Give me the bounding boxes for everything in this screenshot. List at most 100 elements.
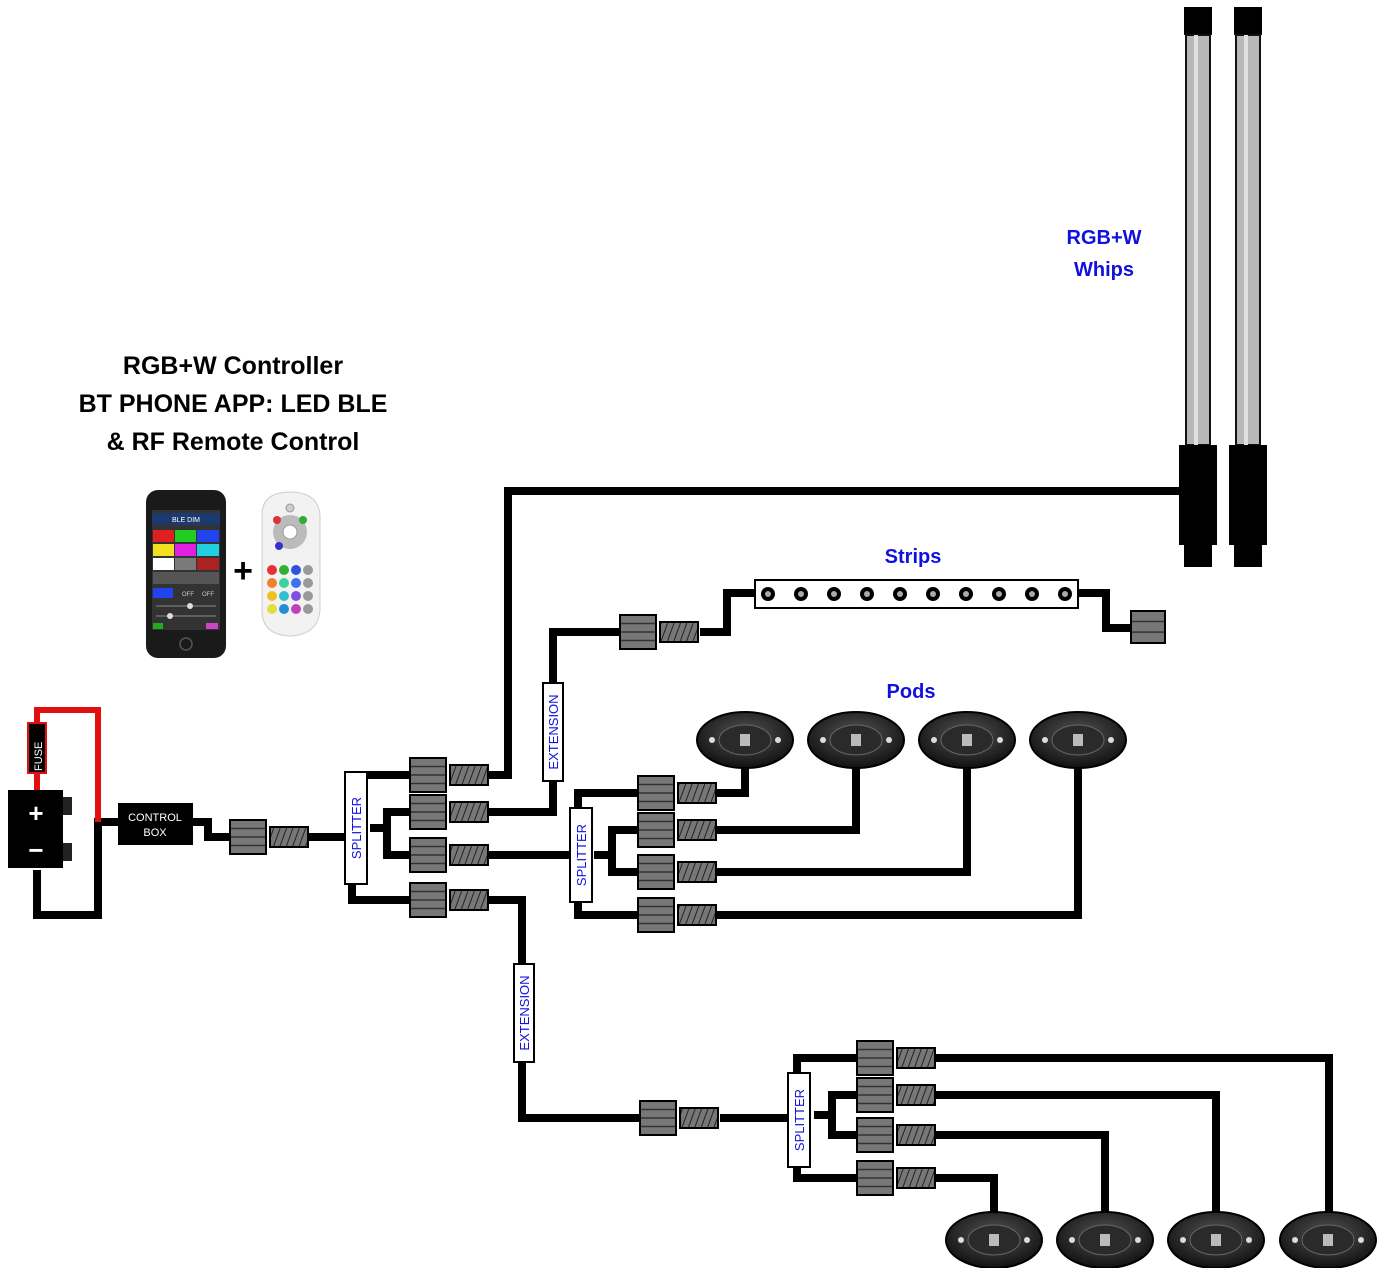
strip-led (794, 587, 808, 601)
connector-plug (677, 819, 717, 841)
battery-minus-label: − (28, 835, 43, 865)
strip-led (860, 587, 874, 601)
app-off-2: OFF (202, 592, 214, 598)
controller-title-line3: & RF Remote Control (107, 428, 360, 456)
connector-plug (896, 1047, 936, 1069)
extension-2: EXTENSION (513, 963, 535, 1063)
connector-plug (659, 621, 699, 643)
splitters-and-extensions: SPLITTER SPLITTER SPLITTER EXTENSION EXTENSI… (344, 682, 811, 1168)
splitter-3: SPLITTER (787, 1072, 811, 1168)
phone-app: BLE DIM OFF OFF (146, 490, 226, 658)
connector-plug (677, 861, 717, 883)
pod-light (1279, 1211, 1377, 1268)
remote-color-button (279, 591, 289, 601)
app-header: BLE DIM (172, 517, 200, 524)
extension-1: EXTENSION (542, 682, 564, 782)
strip-led (827, 587, 841, 601)
rf-remote (261, 491, 321, 637)
connector-plug (449, 889, 489, 911)
app-off-1: OFF (182, 592, 194, 598)
remote-color-button (303, 578, 313, 588)
strip-led (959, 587, 973, 601)
control-box: CONTROL BOX (118, 803, 193, 845)
connector-plug (677, 904, 717, 926)
led-strip (754, 579, 1079, 609)
whips (1179, 7, 1267, 567)
strip-led (761, 587, 775, 601)
strip-led (1058, 587, 1072, 601)
remote-color-button (303, 591, 313, 601)
connector-pair (409, 757, 489, 793)
fuse: FUSE (27, 722, 47, 774)
connector-pair (856, 1117, 936, 1153)
whips-label-line1: RGB+W (1067, 227, 1142, 249)
extension-2-label: EXTENSION (517, 975, 532, 1050)
wires (33, 487, 1333, 1222)
remote-color-button (303, 604, 313, 614)
connector-pair (637, 897, 717, 933)
controller-title-line1: RGB+W Controller (123, 352, 343, 380)
connector-pair (409, 837, 489, 873)
connector-plug (896, 1084, 936, 1106)
splitter-1-label: SPLITTER (349, 797, 364, 859)
pod-light (807, 711, 905, 769)
connector-pair (856, 1160, 936, 1196)
connector-pair (637, 854, 717, 890)
connectors (229, 610, 1166, 1196)
connector-plug (269, 826, 309, 848)
whips-label-line2: Whips (1074, 259, 1134, 281)
connector-pair (856, 1040, 936, 1076)
connector-plug (896, 1124, 936, 1146)
remote-color-button (267, 578, 277, 588)
pod-light (696, 711, 794, 769)
splitter-2-label: SPLITTER (574, 824, 589, 886)
remote-color-button (279, 578, 289, 588)
remote-color-button (291, 604, 301, 614)
splitter-1: SPLITTER (344, 771, 368, 885)
strip-led (992, 587, 1006, 601)
remote-color-button (291, 565, 301, 575)
connector-plug (896, 1167, 936, 1189)
controller-title-line2: BT PHONE APP: LED BLE (79, 390, 388, 418)
remote-color-button (303, 565, 313, 575)
connector-plug (449, 844, 489, 866)
connector-pair (229, 819, 309, 855)
connector-pair (856, 1077, 936, 1113)
remote-color-button (291, 591, 301, 601)
remote-color-button (267, 604, 277, 614)
battery: + − (8, 790, 72, 868)
pod-light (918, 711, 1016, 769)
whip (1179, 7, 1217, 567)
connector-pair (637, 812, 717, 848)
splitter-2: SPLITTER (569, 807, 593, 903)
remote-color-button (267, 591, 277, 601)
remote-color-button (267, 565, 277, 575)
pods (696, 711, 1377, 1268)
pods-label: Pods (887, 681, 936, 703)
connector-plug (677, 782, 717, 804)
remote-color-button (279, 604, 289, 614)
control-box-line2: BOX (143, 827, 167, 839)
strip-led (893, 587, 907, 601)
pod-light (1056, 1211, 1154, 1268)
strip-led (926, 587, 940, 601)
pod-light (945, 1211, 1043, 1268)
connector-pair (637, 775, 717, 811)
splitter-3-label: SPLITTER (792, 1089, 807, 1151)
strips-label: Strips (885, 546, 942, 568)
remote-color-button (291, 578, 301, 588)
strip-led (1025, 587, 1039, 601)
connector-pair (639, 1100, 719, 1136)
whip (1229, 7, 1267, 567)
connector-plug (449, 764, 489, 786)
extension-1-label: EXTENSION (546, 694, 561, 769)
plus-sign: + (233, 552, 253, 590)
control-box-line1: CONTROL (128, 812, 182, 824)
connector-pair (619, 614, 699, 650)
connector-pair (409, 794, 489, 830)
negative-wire (33, 818, 118, 919)
strip-end-connector (1130, 610, 1166, 644)
fuse-label: FUSE (33, 742, 45, 771)
connector-plug (679, 1107, 719, 1129)
